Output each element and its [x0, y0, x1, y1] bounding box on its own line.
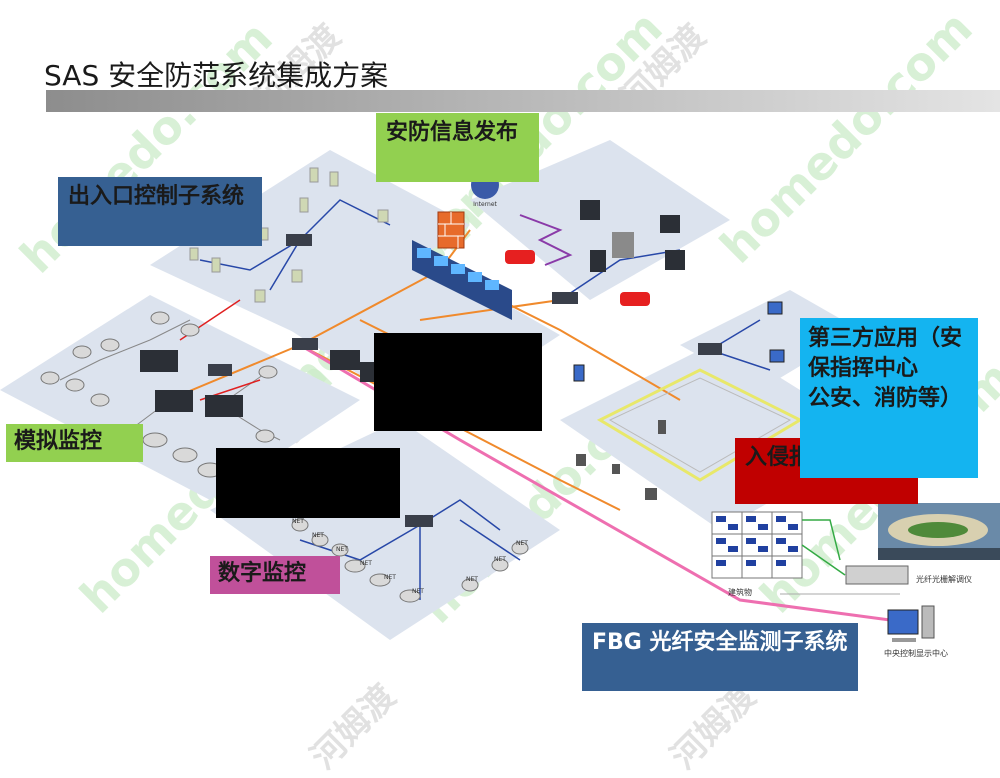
- control-center-icon: [887, 605, 935, 642]
- label-access-control: 出入口控制子系统: [58, 177, 262, 246]
- page-title: SAS 安全防范系统集成方案: [44, 59, 389, 92]
- net-tag: NET: [292, 518, 304, 525]
- system-diagram: Internet: [0, 140, 1000, 642]
- vehicle-loop-lines: [519, 214, 573, 266]
- video-wall: [412, 240, 512, 320]
- access-readers: [189, 167, 389, 303]
- net-tag: NET: [516, 540, 528, 547]
- label-analog-monitor: 模拟监控: [6, 424, 143, 462]
- net-tag: NET: [312, 532, 324, 539]
- fbg-building-grid: [711, 511, 846, 579]
- platform-third-party: [680, 290, 860, 390]
- fbg-demodulator-label: 光纤光栅解调仪: [916, 575, 972, 584]
- net-tag: NET: [466, 576, 478, 583]
- network-switches: [208, 234, 722, 527]
- label-info-publish: 安防信息发布: [376, 113, 539, 182]
- net-tag: NET: [336, 546, 348, 553]
- label-fbg: FBG 光纤安全监测子系统: [582, 623, 858, 691]
- title-underline-bar: [46, 90, 1000, 112]
- building-label: 建筑物: [728, 588, 752, 597]
- control-center-label: 中央控制显示中心: [884, 649, 948, 658]
- net-tag: NET: [384, 574, 396, 581]
- sentry-box-icon: [612, 232, 634, 258]
- internet-label: Internet: [473, 201, 497, 208]
- fbg-demodulator-icon: [845, 565, 909, 585]
- dvr-servers: [140, 200, 685, 417]
- intrusion-detectors: [576, 420, 666, 500]
- redacted-block: [374, 333, 542, 431]
- net-tag: NET: [494, 556, 506, 563]
- net-tag: NET: [360, 560, 372, 567]
- net-tag: NET: [412, 588, 424, 595]
- ip-cameras: [291, 518, 529, 603]
- label-digital-monitor: 数字监控: [210, 556, 340, 594]
- stadium-photo: [878, 503, 1000, 560]
- redacted-block: [216, 448, 400, 518]
- label-third-party: 第三方应用（安保指挥中心 公安、消防等）: [800, 318, 978, 478]
- car-icons: [505, 250, 650, 306]
